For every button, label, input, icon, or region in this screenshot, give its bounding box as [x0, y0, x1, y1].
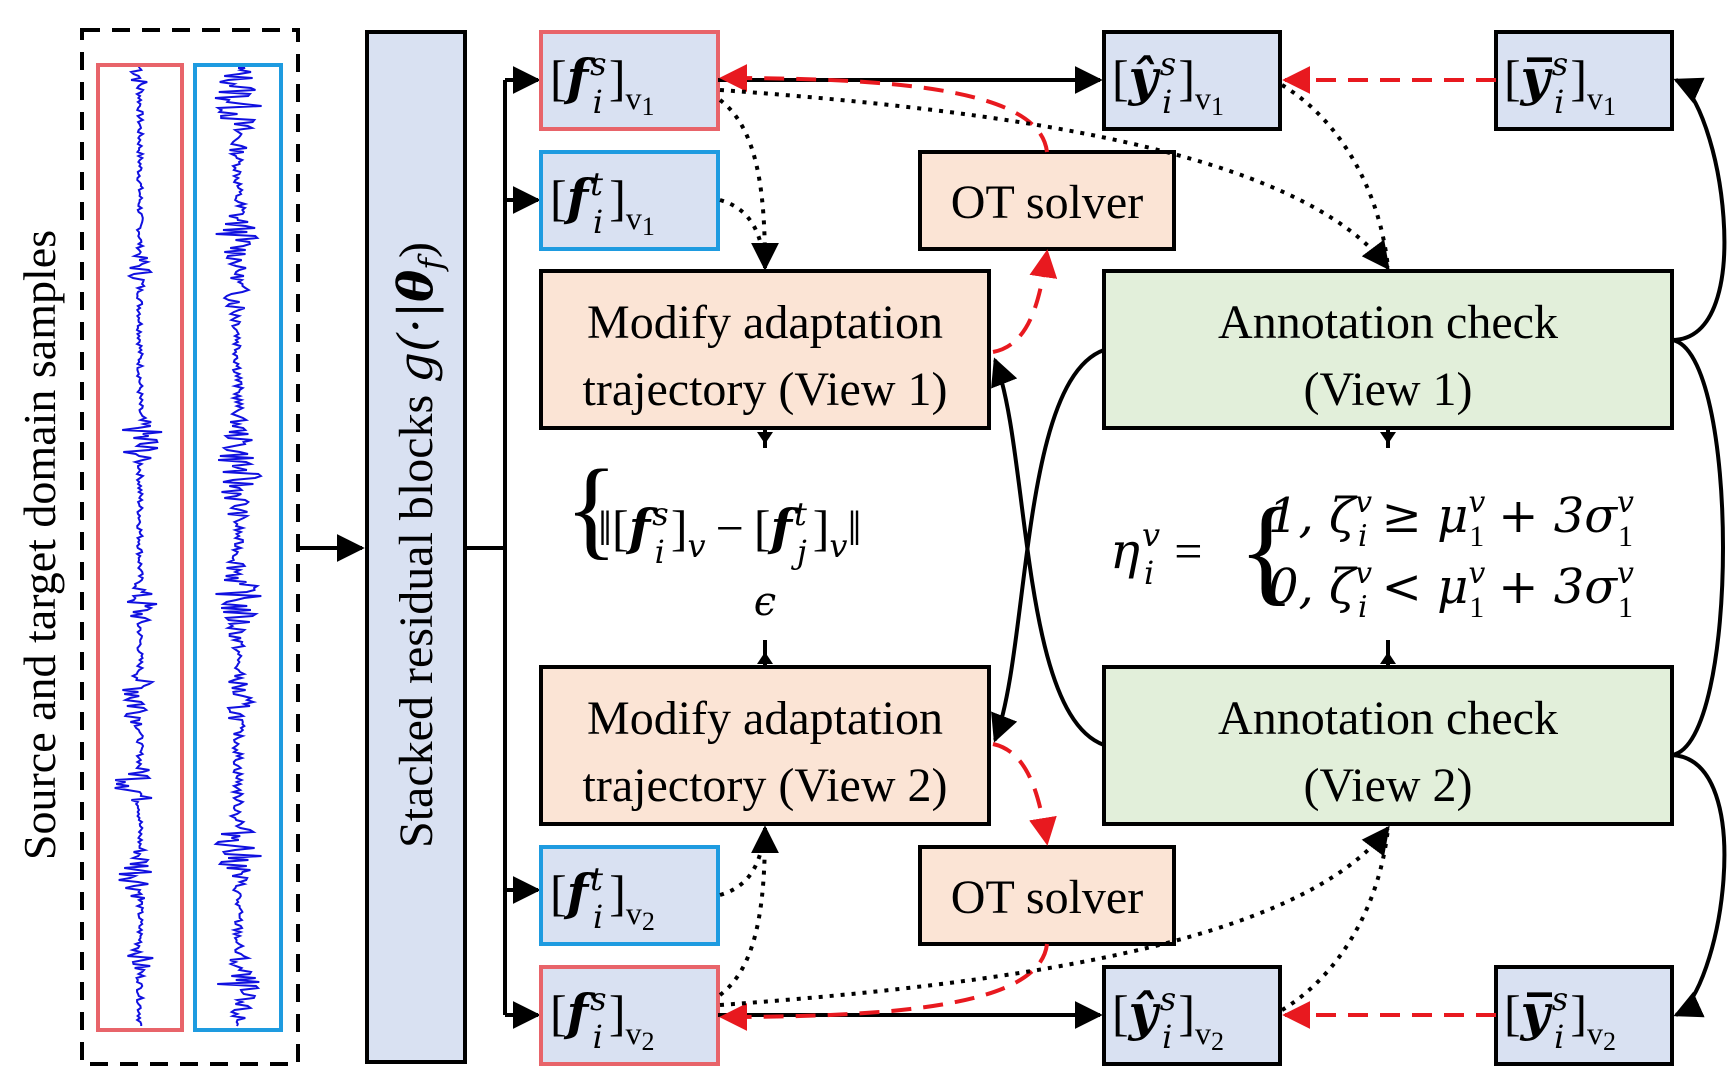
- dotted-fs-v2-to-annot2: [719, 825, 1390, 1007]
- dotted-fs-v1-to-annot1: [719, 88, 1390, 271]
- svg-text:ϵ: ϵ: [754, 579, 776, 625]
- dotted-ft-v1-to-modify1: [719, 198, 767, 269]
- svg-text:trajectory (View 1): trajectory (View 1): [583, 363, 948, 416]
- svg-text:[fti]v1: [fti]v1: [550, 165, 655, 241]
- svg-text:[fsi]v2: [fsi]v2: [550, 980, 654, 1056]
- svg-text:[y̅si]v2: [y̅si]v2: [1504, 980, 1616, 1056]
- svg-text:{: {: [1238, 483, 1296, 616]
- svg-text:OT solver: OT solver: [951, 871, 1143, 924]
- svg-text:[ŷsi]v2: [ŷsi]v2: [1112, 980, 1224, 1056]
- target-signal-waveform: [213, 67, 263, 1027]
- red-arrow-ot-to-fs-v1: [719, 64, 1049, 153]
- loop-annot1-annot2: [1671, 338, 1725, 757]
- arrow-annot1-to-ybar-v1: [1671, 77, 1727, 342]
- svg-text:Annotation check: Annotation check: [1218, 296, 1558, 349]
- red-arrow-modify1-to-ot: [992, 249, 1058, 354]
- svg-text:Modify adaptation: Modify adaptation: [587, 296, 943, 349]
- arrow-annot2-to-modify1: [991, 357, 1105, 747]
- connector-head-annot2: [1380, 652, 1396, 664]
- dotted-yhat-v2-to-annot2: [1280, 827, 1390, 1012]
- svg-text:trajectory (View 2): trajectory (View 2): [583, 759, 948, 812]
- svg-text:[ŷsi]v1: [ŷsi]v1: [1112, 45, 1224, 121]
- stacked-block-label: Stacked residual blocks g(·|θf): [388, 242, 450, 848]
- svg-text:(View 2): (View 2): [1303, 759, 1472, 812]
- red-arrow-modify2-to-ot: [992, 742, 1057, 846]
- dotted-ft-v2-to-modify2: [719, 827, 767, 897]
- svg-text:{: {: [565, 447, 618, 569]
- ot-solver-bottom: OT solver: [918, 845, 1176, 946]
- modify-trajectory-view1: Modify adaptation trajectory (View 1): [539, 269, 991, 430]
- annotation-check-view2: Annotation check (View 2): [1102, 665, 1674, 826]
- red-arrow-ot-to-fs-v2: [719, 943, 1049, 1031]
- dotted-fs-v1-to-modify1: [718, 98, 779, 271]
- svg-text:OT solver: OT solver: [951, 176, 1143, 229]
- arrow-annot1-to-modify2: [991, 348, 1105, 743]
- dotted-fs-v2-to-modify2: [718, 825, 779, 997]
- svg-text:Modify adaptation: Modify adaptation: [587, 692, 943, 745]
- svg-text:(View 1): (View 1): [1303, 363, 1472, 416]
- source-signal-waveform: [114, 67, 163, 1026]
- svg-text:ηvi=: ηvi=: [1110, 516, 1202, 592]
- annotation-check-view1: Annotation check (View 1): [1102, 269, 1674, 430]
- side-label: Source and target domain samples: [14, 230, 65, 860]
- connector-head-annot1: [1380, 432, 1396, 444]
- modify-trajectory-view2: Modify adaptation trajectory (View 2): [539, 665, 991, 826]
- ot-solver-top: OT solver: [918, 150, 1176, 251]
- svg-text:‖[fsi]v−[ftj]v‖: ‖[fsi]v−[ftj]v‖: [598, 495, 862, 571]
- svg-text:[y̅si]v1: [y̅si]v1: [1504, 45, 1616, 121]
- connector-head-modify2: [757, 652, 773, 664]
- svg-text:Annotation check: Annotation check: [1218, 692, 1558, 745]
- connector-head-modify1: [757, 432, 773, 444]
- arrow-annot2-to-ybar-v2: [1671, 753, 1727, 1018]
- dotted-yhat-v1-to-annot1: [1280, 83, 1390, 269]
